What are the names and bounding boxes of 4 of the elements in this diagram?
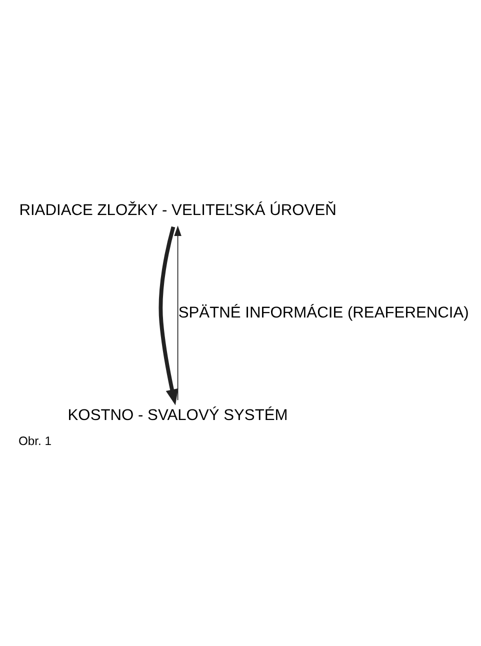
caption: Obr. 1 (18, 433, 52, 448)
edge-label: SPÄTNÉ INFORMÁCIE (REAFERENCIA) (178, 304, 469, 321)
node-text: KOSTNO - SVALOVÝ SYSTÉM (68, 406, 288, 424)
node-text: RIADIACE ZLOŽKY - VELITEĽSKÁ ÚROVEŇ (19, 201, 336, 218)
